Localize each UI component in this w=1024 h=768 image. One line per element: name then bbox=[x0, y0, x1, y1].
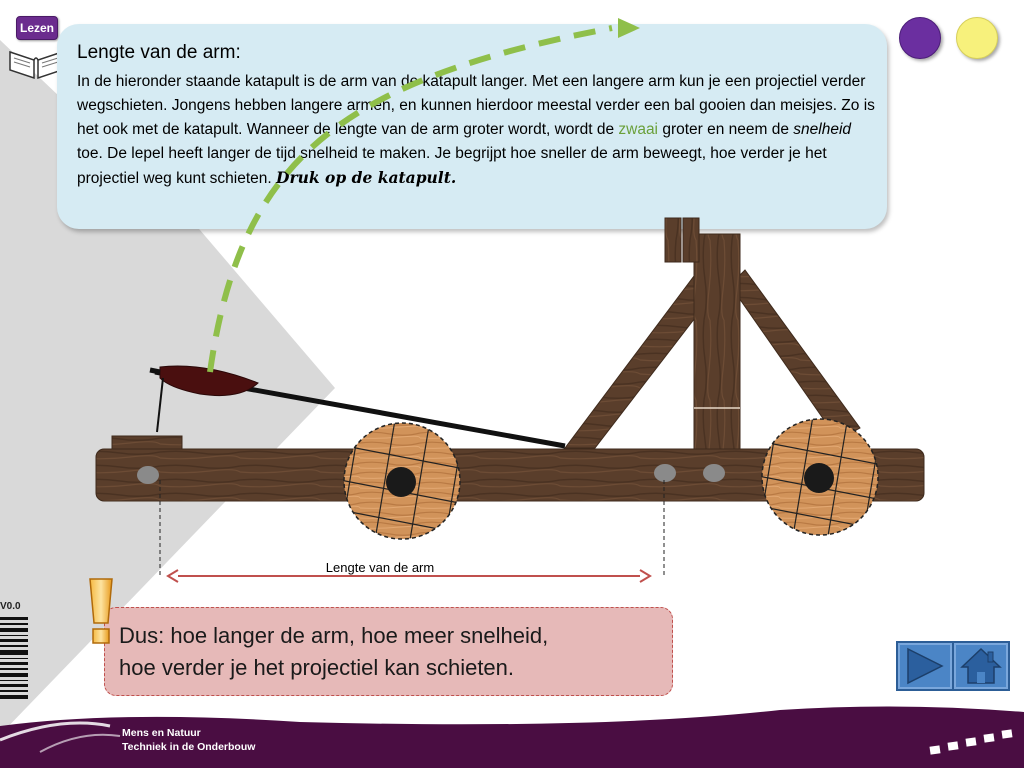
book-icon bbox=[9, 50, 63, 80]
footer-decoration bbox=[929, 729, 1013, 755]
conclusion-line-2: hoe verder je het projectiel kan schiete… bbox=[119, 655, 515, 680]
home-icon bbox=[960, 647, 1002, 684]
lezen-label: Lezen bbox=[16, 16, 58, 40]
info-text-3: toe. De lepel heeft langer de tijd snelh… bbox=[77, 145, 827, 187]
yellow-circle-button[interactable] bbox=[956, 17, 998, 59]
play-icon bbox=[907, 647, 944, 685]
arm-length-label: Lengte van de arm bbox=[325, 560, 435, 575]
next-button[interactable] bbox=[896, 641, 954, 691]
catapult-base bbox=[95, 435, 925, 502]
info-title: Lengte van de arm: bbox=[77, 42, 241, 63]
info-text-2: groter en neem de bbox=[658, 121, 794, 138]
info-box: Lengte van de arm: In de hieronder staan… bbox=[57, 24, 887, 229]
info-body: In de hieronder staande katapult is de a… bbox=[77, 70, 877, 191]
catapult-scene bbox=[95, 18, 925, 583]
info-call-to-action: Druk op de katapult. bbox=[276, 168, 457, 187]
version-label: V0.0 bbox=[0, 601, 21, 612]
purple-circle-button[interactable] bbox=[899, 17, 941, 59]
lezen-badge[interactable]: Lezen bbox=[6, 14, 66, 80]
info-text-1: In de hieronder staande katapult is de a… bbox=[77, 73, 875, 138]
exclamation-icon bbox=[89, 578, 113, 644]
home-button[interactable] bbox=[952, 641, 1010, 691]
footer-course-subtitle: Techniek in de Onderbouw bbox=[122, 741, 256, 753]
conclusion-text: Dus: hoe langer de arm, hoe meer snelhei… bbox=[119, 620, 548, 684]
catapult-wheel-front bbox=[343, 422, 461, 540]
catapult-frame bbox=[564, 217, 861, 451]
footer-bar bbox=[0, 706, 1024, 768]
conclusion-line-1: Dus: hoe langer de arm, hoe meer snelhei… bbox=[119, 623, 549, 648]
arm-length-indicator bbox=[159, 480, 665, 583]
info-emphasis-snelheid: snelheid bbox=[793, 121, 852, 138]
footer-course-title: Mens en Natuur bbox=[122, 727, 201, 739]
projectile-trajectory bbox=[207, 18, 640, 373]
catapult-arm[interactable] bbox=[149, 365, 566, 449]
info-highlight-zwaai: zwaai bbox=[618, 121, 659, 138]
catapult-wheel-rear bbox=[761, 418, 879, 536]
barcode-icon bbox=[0, 617, 28, 699]
conclusion-box: Dus: hoe langer de arm, hoe meer snelhei… bbox=[104, 607, 673, 696]
